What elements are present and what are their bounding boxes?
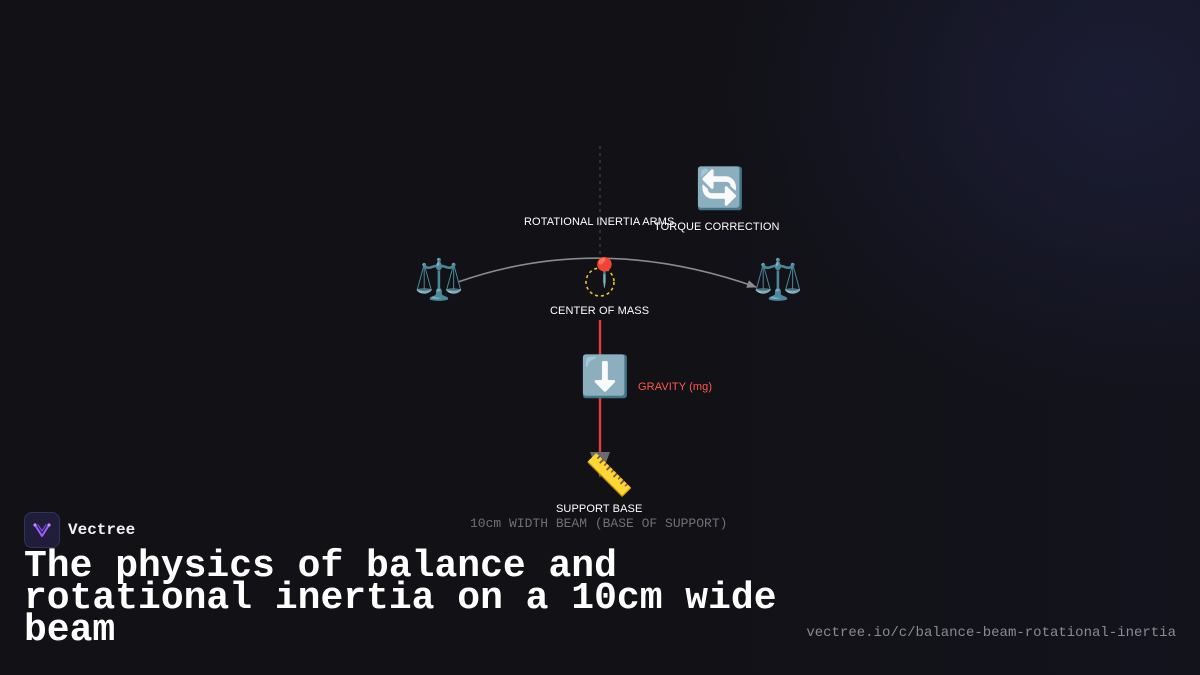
counterclockwise-arrows-icon: 🔄 (695, 167, 745, 211)
rotation-arc-connector (457, 257, 757, 288)
rotational-inertia-arms-label: ROTATIONAL INERTIA ARMS (524, 216, 675, 228)
support-base-label: SUPPORT BASE (556, 503, 643, 515)
page-title: The physics of balance and rotational in… (24, 545, 777, 652)
gravity-arrowhead (590, 452, 610, 478)
gravity-label: GRAVITY (mg) (638, 381, 713, 393)
balance-scale-icon: ⚖️ (414, 258, 464, 302)
center-of-mass-label: CENTER OF MASS (550, 305, 650, 317)
vectree-logo-mark (33, 523, 51, 537)
brand-name: Vectree (68, 521, 136, 539)
center-of-mass-ring (585, 267, 615, 297)
source-url: vectree.io/c/balance-beam-rotational-ine… (806, 625, 1176, 641)
beam-width-caption: 10cm WIDTH BEAM (BASE OF SUPPORT) (470, 516, 728, 531)
vectree-logo-icon (24, 512, 60, 548)
ruler-icon: 📏 (584, 454, 634, 498)
pin-icon: 📍 (587, 257, 622, 288)
down-arrow-icon: ⬇️ (580, 355, 630, 399)
torque-correction-label: TORQUE CORRECTION (654, 221, 780, 233)
brand: Vectree (24, 512, 135, 548)
balance-scale-icon: ⚖️ (753, 258, 803, 302)
